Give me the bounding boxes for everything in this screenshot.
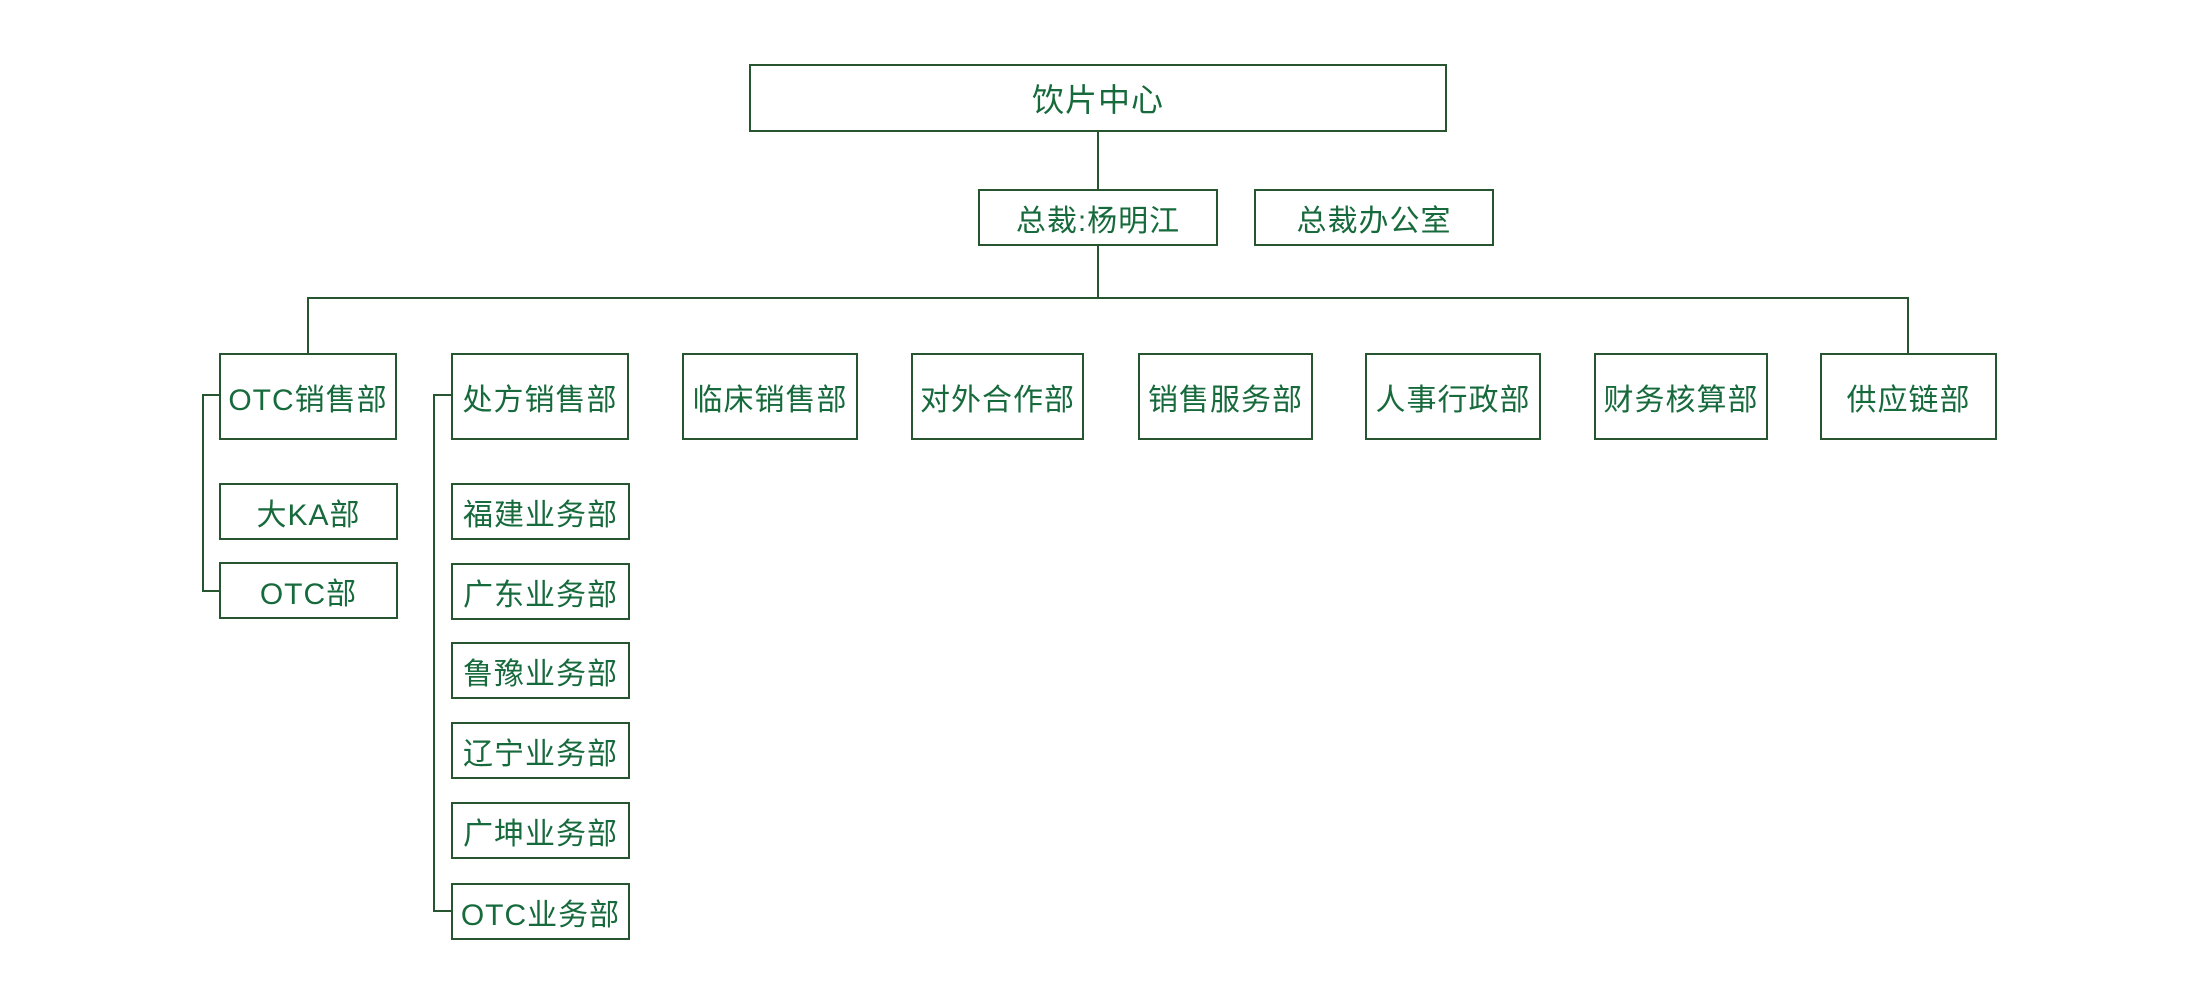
org-node-sales-service-dept-label: 销售服务部 (1148, 383, 1303, 417)
org-node-guangdong-business-dept[interactable]: 广东业务部 (451, 563, 630, 620)
connector-rail-otc-sales-drop (307, 297, 309, 353)
org-node-fujian-business-dept-label: 福建业务部 (463, 498, 618, 532)
org-node-otc-business-dept[interactable]: OTC业务部 (451, 883, 630, 940)
org-node-finance-accounting-dept[interactable]: 财务核算部 (1594, 353, 1768, 440)
org-node-president[interactable]: 总裁:杨明江 (978, 189, 1218, 246)
org-node-president-label: 总裁:杨明江 (1015, 204, 1181, 238)
org-node-clinical-sales-dept[interactable]: 临床销售部 (682, 353, 858, 440)
org-node-sales-service-dept[interactable]: 销售服务部 (1138, 353, 1313, 440)
org-node-otc-dept[interactable]: OTC部 (219, 562, 398, 619)
org-node-fujian-business-dept[interactable]: 福建业务部 (451, 483, 630, 540)
org-node-guangdong-business-dept-label: 广东业务部 (463, 578, 618, 612)
org-node-luyu-business-dept[interactable]: 鲁豫业务部 (451, 642, 630, 699)
org-node-otc-business-dept-label: OTC业务部 (460, 898, 621, 932)
connector-otc-dept-stub (202, 590, 219, 592)
org-node-president-office[interactable]: 总裁办公室 (1254, 189, 1494, 246)
org-node-supply-chain-dept-label: 供应链部 (1846, 383, 1971, 417)
org-node-big-ka-dept-label: 大KA部 (256, 498, 361, 532)
connector-prescription-column-line (433, 394, 435, 912)
connector-rail-supply-chain-drop (1907, 297, 1909, 353)
connector-president-rail-line (1097, 246, 1099, 298)
org-node-big-ka-dept[interactable]: 大KA部 (219, 483, 398, 540)
org-node-hr-admin-dept[interactable]: 人事行政部 (1365, 353, 1541, 440)
org-node-supply-chain-dept[interactable]: 供应链部 (1820, 353, 1997, 440)
org-node-root[interactable]: 饮片中心 (749, 64, 1447, 132)
org-node-otc-sales-dept-label: OTC销售部 (228, 383, 388, 417)
org-node-root-label: 饮片中心 (1031, 82, 1164, 118)
connector-root-president-line (1097, 132, 1099, 189)
org-node-external-cooperation-dept-label: 对外合作部 (920, 383, 1075, 417)
org-node-prescription-sales-dept[interactable]: 处方销售部 (451, 353, 629, 440)
org-node-liaoning-business-dept-label: 辽宁业务部 (463, 737, 618, 771)
org-node-luyu-business-dept-label: 鲁豫业务部 (463, 657, 618, 691)
connector-prescription-stub (433, 394, 451, 396)
org-node-guangkun-business-dept[interactable]: 广坤业务部 (451, 802, 630, 859)
org-node-hr-admin-dept-label: 人事行政部 (1375, 383, 1531, 417)
connector-otc-business-stub (433, 910, 451, 912)
org-node-clinical-sales-dept-label: 临床销售部 (692, 383, 848, 417)
org-node-finance-accounting-dept-label: 财务核算部 (1603, 383, 1759, 417)
connector-departments-rail (307, 297, 1909, 299)
org-node-external-cooperation-dept[interactable]: 对外合作部 (911, 353, 1084, 440)
org-node-guangkun-business-dept-label: 广坤业务部 (463, 817, 618, 851)
org-node-otc-dept-label: OTC部 (259, 577, 358, 611)
org-node-liaoning-business-dept[interactable]: 辽宁业务部 (451, 722, 630, 779)
connector-otc-column-line (202, 394, 204, 592)
connector-otc-sales-stub (202, 394, 219, 396)
org-node-prescription-sales-dept-label: 处方销售部 (462, 383, 618, 417)
org-node-otc-sales-dept[interactable]: OTC销售部 (219, 353, 397, 440)
org-node-president-office-label: 总裁办公室 (1296, 204, 1452, 238)
